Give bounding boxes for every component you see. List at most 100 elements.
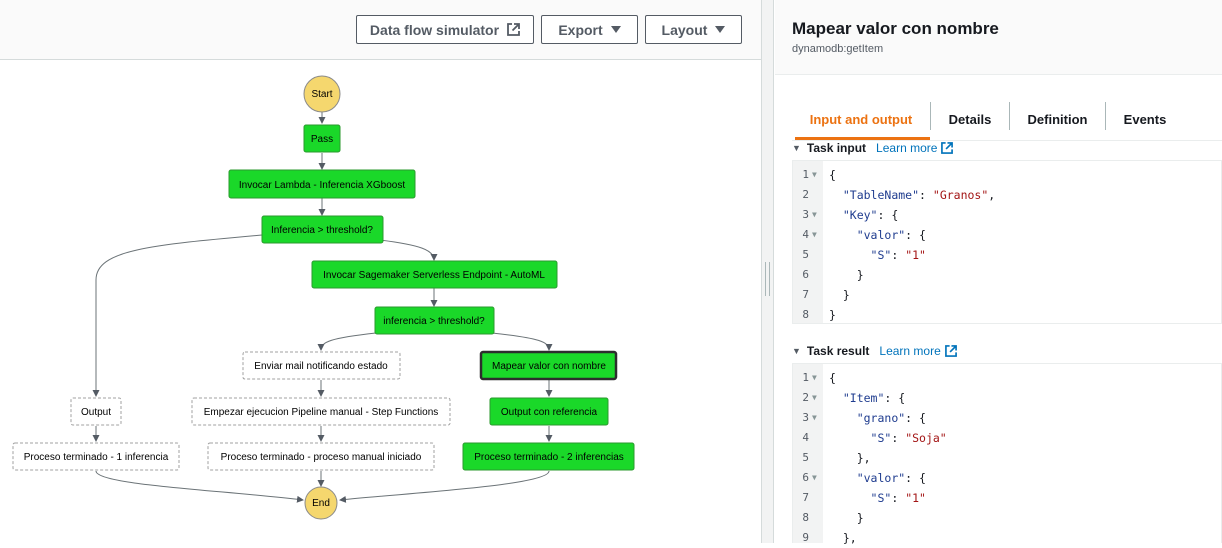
- line-number: 1: [802, 168, 809, 181]
- line-gutter: [793, 161, 823, 323]
- code-line: 1▼ {: [793, 165, 1222, 185]
- node-label: Proceso terminado - 2 inferencias: [474, 452, 624, 463]
- resize-handle[interactable]: [765, 262, 771, 296]
- line-number: 5: [802, 451, 809, 464]
- node-output[interactable]: Output: [70, 397, 122, 426]
- layout-label: Layout: [661, 21, 708, 38]
- node-invocar-lambda[interactable]: Invocar Lambda - Inferencia XGboost: [228, 169, 416, 199]
- code-text: {: [829, 371, 836, 385]
- node-label: Empezar ejecucion Pipeline manual - Step…: [204, 407, 439, 418]
- fold-caret-icon[interactable]: ▼: [812, 210, 817, 219]
- line-number: 7: [802, 288, 809, 301]
- code-text: {: [829, 168, 836, 182]
- panel-divider[interactable]: [762, 0, 774, 543]
- learn-more-label: Learn more: [876, 141, 938, 155]
- data-flow-simulator-button[interactable]: Data flow simulator: [356, 15, 534, 44]
- task-input-header[interactable]: ▼ Task input Learn more: [792, 141, 954, 155]
- line-number: 2: [802, 391, 809, 404]
- node-label: Proceso terminado - proceso manual inici…: [221, 452, 422, 463]
- external-link-icon: [941, 142, 954, 154]
- tab-label: Details: [948, 111, 992, 127]
- node-pass[interactable]: Pass: [303, 124, 341, 153]
- code-text: "valor": {: [856, 471, 926, 485]
- fold-caret-icon[interactable]: ▼: [812, 373, 817, 382]
- tab-separator: [930, 102, 931, 130]
- learn-more-link[interactable]: Learn more: [876, 141, 954, 155]
- code-text: "Key": {: [842, 208, 899, 222]
- code-line: 7 "S": "1": [793, 488, 1222, 508]
- tab-events[interactable]: Events: [1105, 98, 1185, 140]
- node-proceso-2-inferencias[interactable]: Proceso terminado - 2 inferencias: [462, 442, 635, 471]
- node-empezar-pipeline[interactable]: Empezar ejecucion Pipeline manual - Step…: [191, 397, 451, 426]
- fold-caret-icon[interactable]: ▼: [812, 413, 817, 422]
- task-input-code-editor[interactable]: 1▼{2 "TableName": "Granos",3▼ "Key": {4▼…: [792, 160, 1222, 324]
- task-result-header[interactable]: ▼ Task result Learn more: [792, 344, 957, 358]
- code-text: }: [829, 308, 836, 322]
- collapse-caret-icon[interactable]: ▼: [792, 346, 801, 356]
- node-choice-inferencia[interactable]: Inferencia > threshold?: [261, 215, 384, 244]
- code-line: 2 "TableName": "Granos",: [793, 185, 1222, 205]
- fold-caret-icon[interactable]: ▼: [812, 473, 817, 482]
- task-input-label: Task input: [806, 141, 867, 155]
- tab-separator: [1009, 102, 1010, 130]
- layout-button[interactable]: Layout: [645, 15, 742, 44]
- code-line: 8}: [793, 305, 1222, 325]
- line-number: 1: [802, 371, 809, 384]
- node-enviar-mail[interactable]: Enviar mail notificando estado: [242, 351, 401, 380]
- external-link-icon: [507, 23, 520, 36]
- code-line: 6▼ "valor": {: [793, 468, 1222, 488]
- code-text: "S": "Soja": [870, 431, 947, 445]
- tab-details[interactable]: Details: [930, 98, 1010, 140]
- node-label: Invocar Lambda - Inferencia XGboost: [239, 180, 405, 191]
- graph-toolbar: Data flow simulator Export Layout: [0, 0, 761, 60]
- task-result-label: Task result: [806, 344, 870, 358]
- line-number: 2: [802, 188, 809, 201]
- code-text: "grano": {: [856, 411, 926, 425]
- node-proceso-manual[interactable]: Proceso terminado - proceso manual inici…: [207, 442, 435, 471]
- code-line: 3▼ "Key": {: [793, 205, 1222, 225]
- export-button[interactable]: Export: [541, 15, 638, 44]
- task-result-code-editor[interactable]: 1▼{2▼ "Item": {3▼ "grano": {4 "S": "Soja…: [792, 363, 1222, 545]
- node-label: Mapear valor con nombre: [492, 361, 606, 372]
- graph-edges: [92, 112, 553, 503]
- node-end[interactable]: End: [304, 486, 338, 520]
- code-line: 3▼ "grano": {: [793, 408, 1222, 428]
- line-number: 4: [802, 228, 809, 241]
- fold-caret-icon[interactable]: ▼: [812, 393, 817, 402]
- node-proceso-1-inferencia[interactable]: Proceso terminado - 1 inferencia: [12, 442, 180, 471]
- node-label: End: [312, 498, 330, 509]
- node-mapear-valor[interactable]: Mapear valor con nombre: [479, 350, 618, 381]
- node-invocar-sagemaker[interactable]: Invocar Sagemaker Serverless Endpoint - …: [311, 260, 558, 289]
- code-line: 8 }: [793, 508, 1222, 528]
- code-line: 7 }: [793, 285, 1222, 305]
- panel-header: Mapear valor con nombre dynamodb:getItem: [775, 0, 1222, 75]
- line-number: 3: [802, 411, 809, 424]
- tab-definition[interactable]: Definition: [1009, 98, 1106, 140]
- line-number: 5: [802, 248, 809, 261]
- code-line: 6 }: [793, 265, 1222, 285]
- node-label: Output: [81, 407, 111, 418]
- code-text: }: [829, 268, 864, 282]
- line-number: 8: [802, 308, 809, 321]
- code-line: 4 "S": "Soja": [793, 428, 1222, 448]
- tab-input-output[interactable]: Input and output: [792, 98, 930, 140]
- collapse-caret-icon[interactable]: ▼: [792, 143, 801, 153]
- code-line: 9 },: [793, 528, 1222, 548]
- fold-caret-icon[interactable]: ▼: [812, 170, 817, 179]
- tab-label: Events: [1123, 111, 1167, 127]
- learn-more-link[interactable]: Learn more: [879, 344, 957, 358]
- workflow-graph: Start Pass Invocar Lambda - Inferencia X…: [12, 75, 635, 520]
- line-number: 4: [802, 431, 809, 444]
- caret-down-icon: [610, 25, 621, 33]
- panel-subtitle: dynamodb:getItem: [792, 43, 884, 55]
- fold-caret-icon[interactable]: ▼: [812, 230, 817, 239]
- line-gutter: [793, 364, 823, 543]
- code-text: }: [829, 511, 864, 525]
- external-link-icon: [944, 345, 957, 357]
- export-label: Export: [558, 21, 603, 38]
- node-choice-inferencia-2[interactable]: inferencia > threshold?: [374, 306, 495, 335]
- node-output-referencia[interactable]: Output con referencia: [489, 397, 609, 426]
- node-label: Output con referencia: [501, 407, 598, 418]
- tab-label: Definition: [1027, 111, 1088, 127]
- node-start[interactable]: Start: [303, 75, 341, 113]
